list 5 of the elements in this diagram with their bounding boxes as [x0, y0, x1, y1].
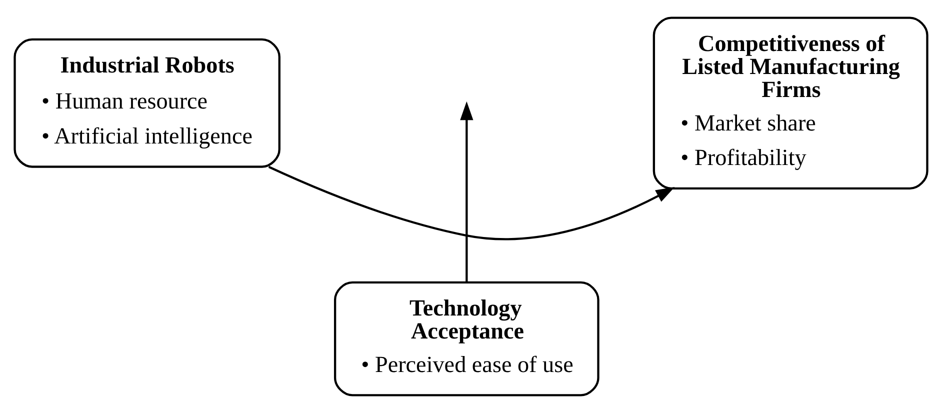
arrow: [460, 101, 474, 282]
node-box: Competitiveness of Listed Manufacturing Firms • Market share • Profitability: [652, 16, 928, 190]
node-box: Technology Acceptance • Perceived ease of use: [334, 281, 600, 396]
node-box: Industrial Robots • Human resource • Artificial intelligence: [14, 38, 280, 168]
arrow: [268, 166, 675, 240]
